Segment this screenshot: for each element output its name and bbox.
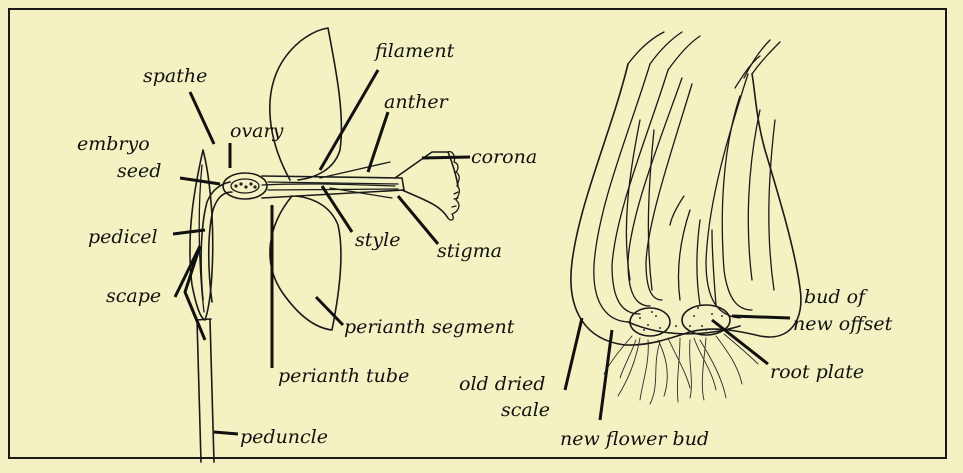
- label-filament: filament: [373, 40, 455, 62]
- label-perianth-segment: perianth segment: [344, 316, 515, 338]
- label-root-plate: root plate: [770, 361, 864, 383]
- perianth-tube-shape: [262, 176, 404, 198]
- label-new-offset: new offset: [793, 313, 893, 335]
- corona-shape: [395, 152, 459, 220]
- label-corona: corona: [471, 146, 537, 168]
- peduncle-stem: [196, 319, 214, 462]
- label-pedicel: pedicel: [88, 226, 158, 248]
- root-plate-shape: [628, 305, 740, 336]
- bulb-leaders: [565, 316, 790, 420]
- label-old-dried: old dried: [459, 373, 545, 395]
- label-anther: anther: [384, 91, 450, 113]
- label-spathe: spathe: [143, 65, 207, 87]
- bulb-text: bud of new offset root plate old dried s…: [459, 286, 893, 450]
- ovary-shape: [223, 173, 267, 199]
- label-seed: seed: [117, 160, 161, 182]
- label-new-flower-bud: new flower bud: [560, 428, 709, 450]
- label-stigma: stigma: [437, 240, 502, 262]
- label-perianth-tube: perianth tube: [278, 365, 409, 387]
- perianth-segment-upper: [270, 28, 342, 180]
- label-scale: scale: [501, 399, 550, 421]
- label-embryo: embryo: [77, 133, 150, 155]
- label-scape: scape: [106, 285, 161, 307]
- label-bud-of: bud of: [804, 286, 868, 308]
- label-style: style: [355, 229, 400, 251]
- bulb-illustration: [571, 32, 801, 404]
- label-peduncle: peduncle: [240, 426, 328, 448]
- label-ovary: ovary: [230, 120, 284, 142]
- pedicel-stem: [201, 182, 230, 300]
